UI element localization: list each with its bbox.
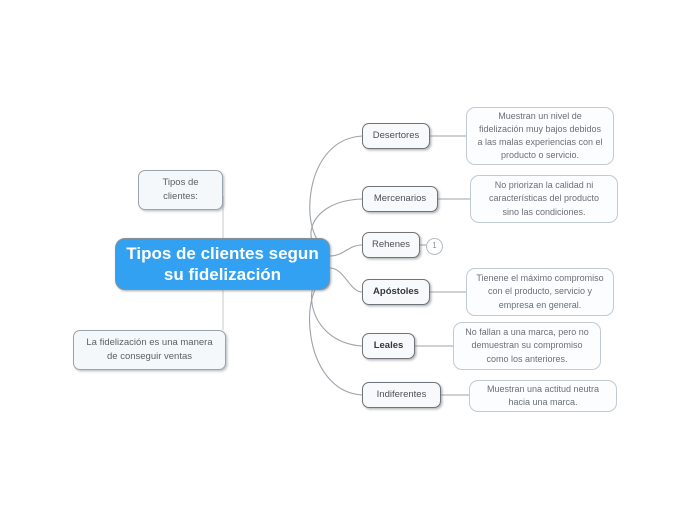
branch-node-leales[interactable]: Leales [362, 333, 415, 359]
branch-node-apostoles[interactable]: Apóstoles [362, 279, 430, 305]
description-text: No fallan a una marca, pero no demuestra… [465, 327, 589, 364]
description-text: No priorizan la calidad ni característic… [488, 180, 600, 217]
description-node-leales[interactable]: No fallan a una marca, pero no demuestra… [453, 322, 601, 370]
note-fidelizacion[interactable]: La fidelización es una manera de consegu… [73, 330, 226, 370]
note-label: La fidelización es una manera de consegu… [86, 337, 213, 362]
root-node[interactable]: Tipos de clientes segun su fidelización [115, 238, 330, 290]
description-node-indiferentes[interactable]: Muestran una actitud neutra hacia una ma… [469, 380, 617, 412]
branch-label: Leales [373, 340, 404, 352]
branch-label: Rehenes [371, 239, 411, 251]
edge-root-indiferentes [309, 275, 363, 396]
description-node-mercenarios[interactable]: No priorizan la calidad ni característic… [470, 175, 618, 223]
description-node-apostoles[interactable]: Tienene el máximo compromiso con el prod… [466, 268, 614, 316]
branch-node-desertores[interactable]: Desertores [362, 123, 430, 149]
edge-root-rehenes [329, 244, 363, 257]
branch-label: Apóstoles [373, 286, 419, 298]
edge-root-desertores [309, 135, 363, 249]
branch-label: Desertores [372, 130, 420, 142]
description-text: Tienene el máximo compromiso con el prod… [476, 273, 604, 310]
note-tipos-de-clientes[interactable]: Tipos de clientes: [138, 170, 223, 210]
rehenes-child-count-badge[interactable]: 1 [426, 238, 443, 255]
description-text: Muestran una actitud neutra hacia una ma… [486, 383, 600, 407]
branch-node-rehenes[interactable]: Rehenes [362, 232, 420, 258]
edge-root-apostoles [329, 267, 363, 293]
branch-label: Mercenarios [373, 193, 427, 205]
branch-node-mercenarios[interactable]: Mercenarios [362, 186, 438, 212]
note-label: Tipos de clientes: [162, 177, 199, 202]
badge-count: 1 [432, 241, 437, 250]
branch-label: Indiferentes [376, 389, 427, 401]
description-text: Muestran un nivel de fidelización muy ba… [477, 110, 603, 161]
root-node-label: Tipos de clientes segun su fidelización [126, 243, 319, 284]
description-node-desertores[interactable]: Muestran un nivel de fidelización muy ba… [466, 107, 614, 165]
branch-node-indiferentes[interactable]: Indiferentes [362, 382, 441, 408]
